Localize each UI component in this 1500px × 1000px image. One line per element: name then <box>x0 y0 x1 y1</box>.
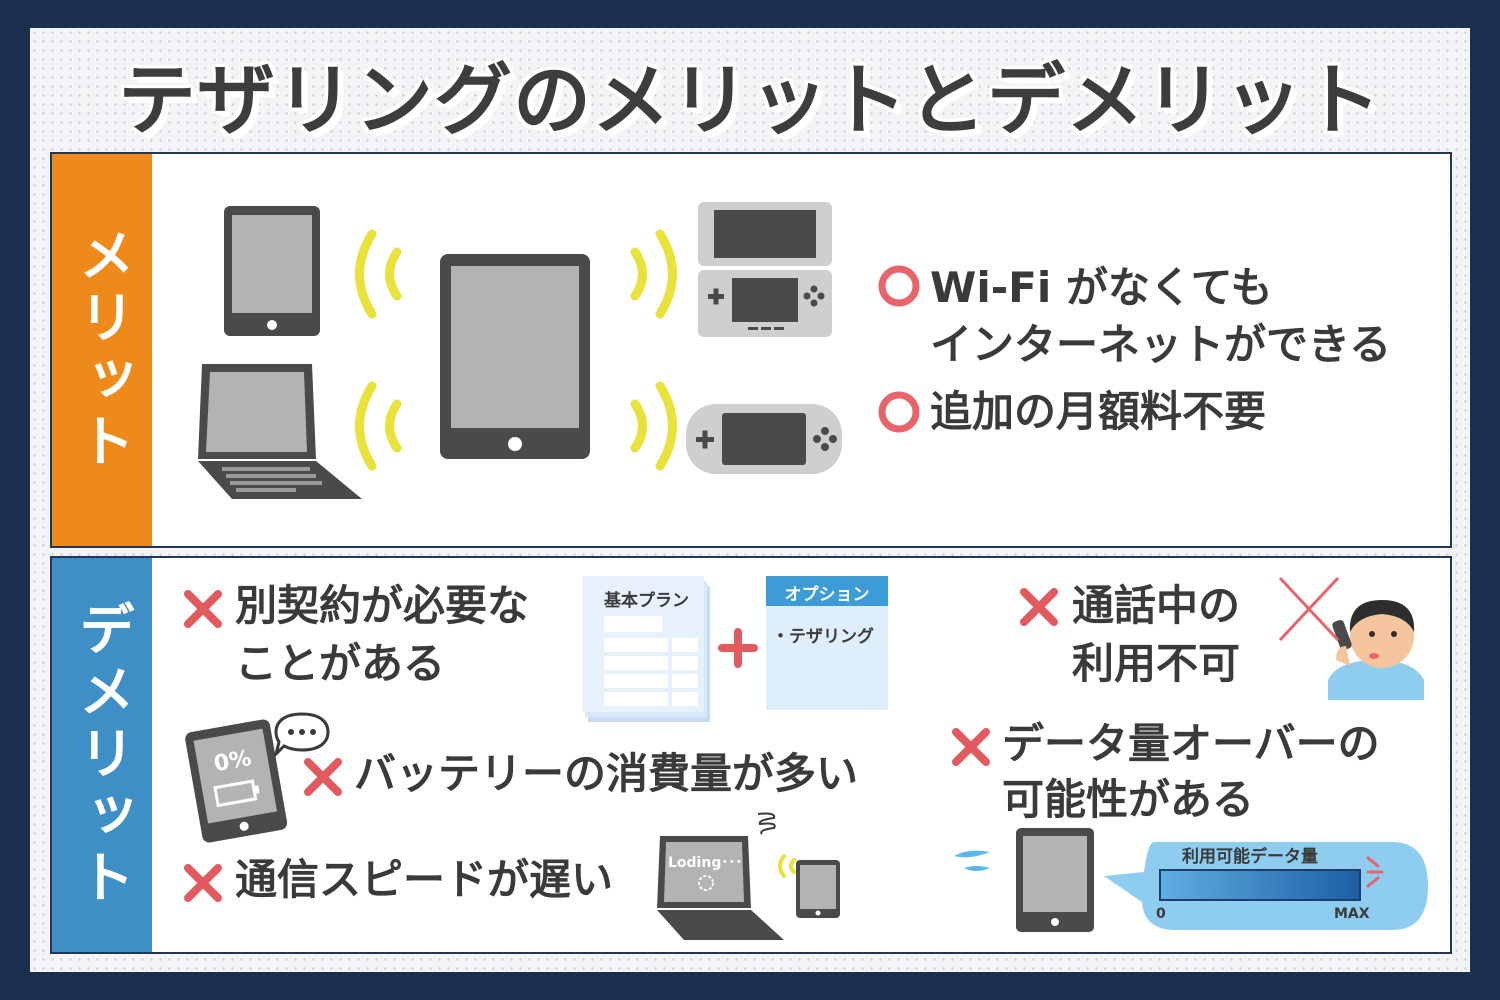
cross-mark-icon <box>184 864 222 902</box>
merit-panel: メリット <box>50 152 1452 548</box>
data-meter-min: 0 <box>1156 906 1166 922</box>
laptop-icon <box>198 364 362 499</box>
merit-label: メリット <box>52 154 152 546</box>
circle-mark-icon <box>878 391 920 433</box>
handheld-console-icon <box>686 404 842 474</box>
plus-icon <box>718 628 758 668</box>
tablet-icon <box>1016 828 1094 932</box>
speed-text: 通信スピードが遅い <box>235 855 614 904</box>
laptop-icon <box>657 836 784 940</box>
dizzy-icon <box>757 812 776 835</box>
option-document-title: オプション <box>784 585 870 605</box>
signal-wave-icon <box>355 229 402 319</box>
plan-document-icon <box>582 576 710 722</box>
page-title: テザリングのメリットとデメリット <box>117 56 1382 146</box>
demerit-label: デメリット <box>52 558 152 952</box>
plan-document-title: 基本プラン <box>604 591 689 611</box>
alert-lines-icon <box>1366 856 1384 888</box>
signal-wave-icon <box>630 229 677 319</box>
demerit-panel: デメリット 別契約が必要な ことがある 基本プラン オプション ・テザリング <box>50 556 1452 954</box>
cross-mark-icon <box>1020 588 1058 626</box>
option-document-icon <box>766 576 888 710</box>
data-meter-label: 利用可能データ量 <box>1182 847 1318 867</box>
option-document-item: ・テザリング <box>772 627 874 647</box>
merit-point-1-line1: Wi-Fi がなくても <box>930 263 1273 312</box>
data-line2: 可能性がある <box>1002 775 1255 824</box>
laptop-loading-text: Loding･･･ <box>668 855 743 871</box>
cross-mark-icon <box>952 728 990 766</box>
tablet-icon <box>224 206 320 336</box>
merit-point-2: 追加の月額料不要 <box>930 387 1267 436</box>
water-drop-icon <box>954 850 990 871</box>
merit-point-1-line2: インターネットができる <box>930 320 1392 369</box>
battery-text: バッテリーの消費量が多い <box>354 749 859 798</box>
data-meter-max: MAX <box>1334 906 1370 922</box>
tablet-icon <box>440 254 590 459</box>
tablet-icon <box>796 860 840 918</box>
signal-wave-icon <box>355 381 402 471</box>
contract-line2: ことがある <box>235 639 446 688</box>
signal-wave-icon <box>630 381 677 471</box>
cross-mark-icon <box>184 590 222 628</box>
tablet-icon <box>185 719 288 843</box>
person-on-phone-icon <box>1278 576 1424 700</box>
game-console-icon <box>698 202 832 337</box>
call-line2: 利用不可 <box>1072 639 1241 688</box>
contract-line1: 別契約が必要な <box>235 581 530 630</box>
speech-bubble-icon <box>273 712 330 759</box>
call-line1: 通話中の <box>1072 581 1241 630</box>
data-line1: データ量オーバーの <box>1002 719 1380 768</box>
signal-wave-icon <box>778 854 796 878</box>
cross-mark-icon <box>304 758 342 796</box>
circle-mark-icon <box>878 265 920 307</box>
data-meter-bar <box>1159 869 1361 901</box>
